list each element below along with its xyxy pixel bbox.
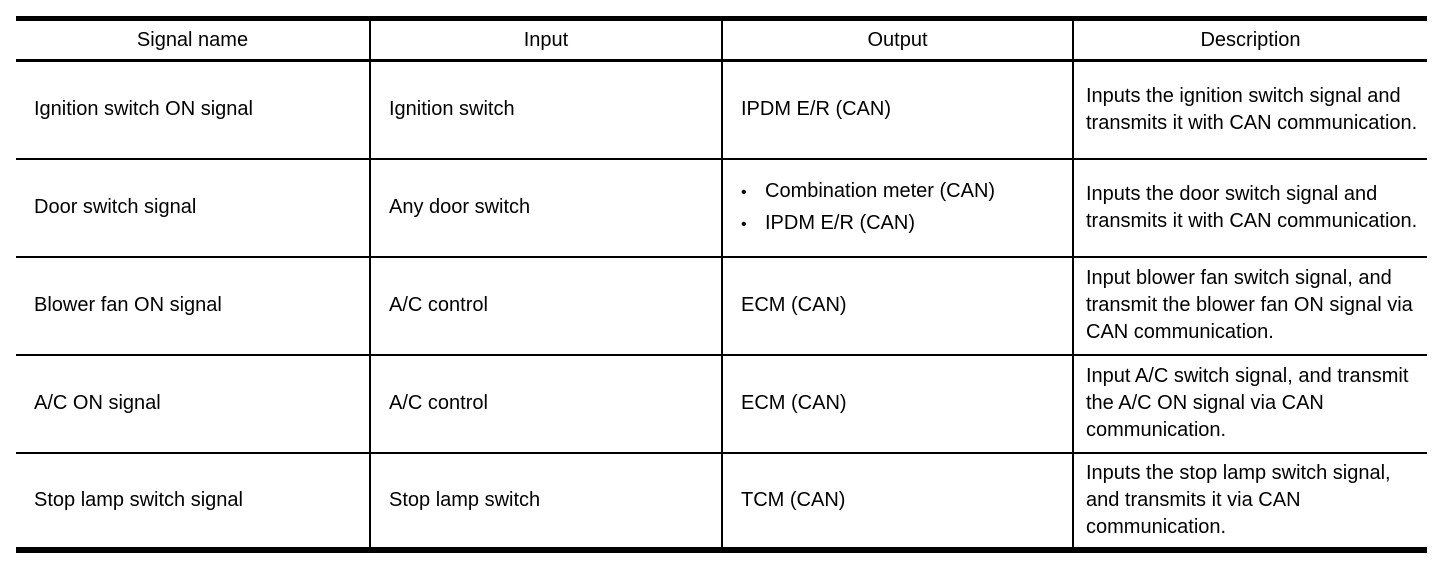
table-row: Door switch signal Any door switch • Com… [16,158,1427,258]
cell-input: Any door switch [370,158,723,258]
column-header-description: Description [1073,18,1427,62]
column-header-input: Input [370,18,723,62]
table-row: Blower fan ON signal A/C control ECM (CA… [16,256,1427,356]
table-row: Stop lamp switch signal Stop lamp switch… [16,452,1427,550]
column-header-output: Output [722,18,1074,62]
cell-input: Ignition switch [370,60,723,160]
bullet-icon: • [741,183,747,201]
cell-signal-name: Blower fan ON signal [16,256,371,356]
table-row: Ignition switch ON signal Ignition switc… [16,60,1427,160]
cell-output: TCM (CAN) [722,452,1074,550]
cell-description: Inputs the ignition switch signal and tr… [1073,60,1427,160]
output-item-text: IPDM E/R (CAN) [765,211,915,234]
output-bullet-item: • Combination meter (CAN) [741,176,1064,208]
bullet-icon: • [741,215,747,233]
cell-input: Stop lamp switch [370,452,723,550]
cell-input: A/C control [370,354,723,454]
cell-output: • Combination meter (CAN) • IPDM E/R (CA… [722,158,1074,258]
cell-output: ECM (CAN) [722,256,1074,356]
cell-output: IPDM E/R (CAN) [722,60,1074,160]
cell-signal-name: Stop lamp switch signal [16,452,371,550]
cell-description: Inputs the door switch signal and transm… [1073,158,1427,258]
cell-input: A/C control [370,256,723,356]
cell-signal-name: A/C ON signal [16,354,371,454]
output-item-text: Combination meter (CAN) [765,179,996,202]
column-header-signal-name: Signal name [16,18,371,62]
output-bullet-item: • IPDM E/R (CAN) [741,208,1064,240]
cell-signal-name: Door switch signal [16,158,371,258]
cell-description: Input blower fan switch signal, and tran… [1073,256,1427,356]
cell-signal-name: Ignition switch ON signal [16,60,371,160]
signal-table: Signal name Input Output Description Ign… [16,16,1427,553]
header-row: Signal name Input Output Description [16,18,1427,62]
table-row: A/C ON signal A/C control ECM (CAN) Inpu… [16,354,1427,454]
cell-description: Input A/C switch signal, and transmit th… [1073,354,1427,454]
cell-description: Inputs the stop lamp switch signal, and … [1086,461,1391,538]
cell-output: ECM (CAN) [722,354,1074,454]
